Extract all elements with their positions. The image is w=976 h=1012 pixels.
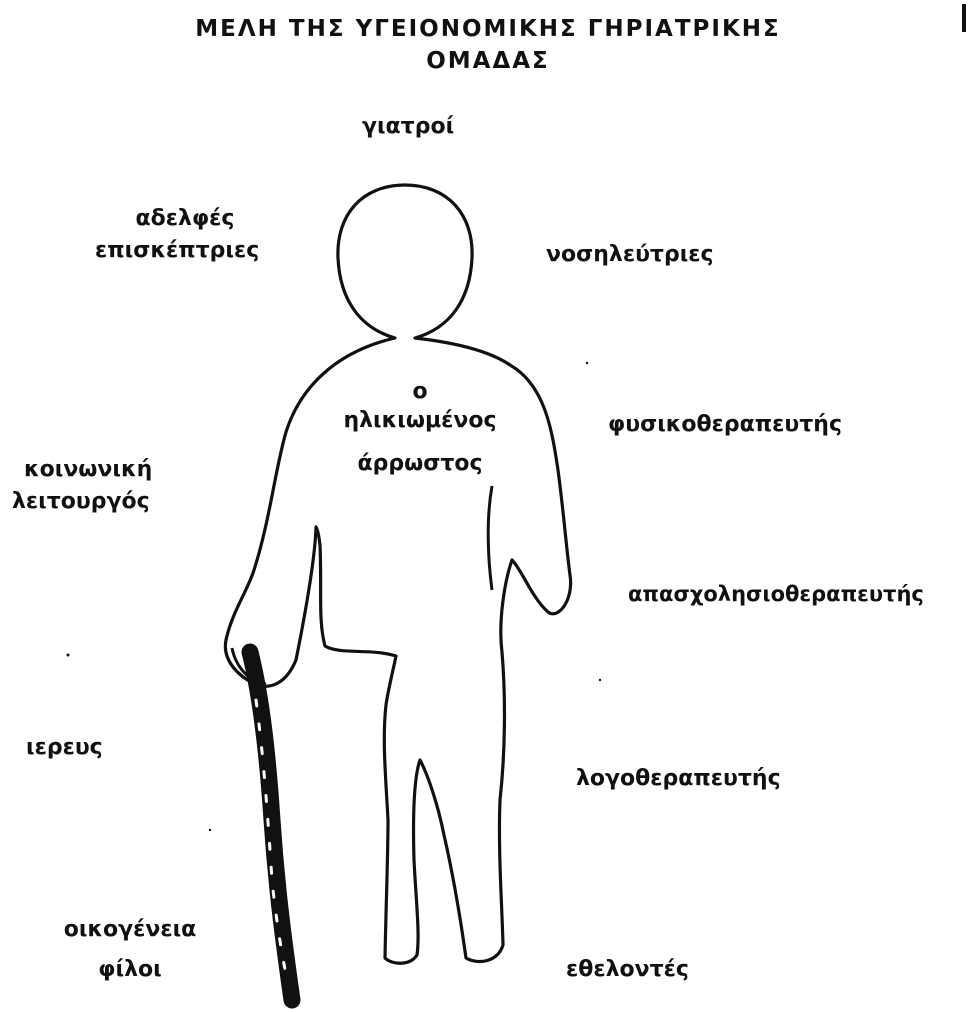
label-visiting-nurses-line-1: αδελφές <box>95 204 275 233</box>
label-physiotherapist: φυσικοθεραπευτής <box>608 410 842 439</box>
label-social-worker-line-1: κοινωνική <box>24 455 152 484</box>
speck <box>209 829 211 831</box>
label-nurses: νοσηλεύτριες <box>546 240 714 269</box>
label-occupational-therapist: απασχολησιοθεραπευτής <box>628 580 924 609</box>
speck <box>67 654 70 657</box>
patient-label-line-2: ηλικιωμένος <box>310 406 530 435</box>
label-volunteers: εθελοντές <box>566 955 689 984</box>
label-family-line-2: φίλοι <box>40 955 220 984</box>
label-speech-therapist: λογοθεραπευτής <box>576 764 781 793</box>
patient-label-line-3: άρρωστος <box>310 449 530 478</box>
right-arm-inner-line <box>488 486 492 590</box>
patient-label-line-1: ο <box>330 377 510 406</box>
label-family-line-1: οικογένεια <box>40 915 220 944</box>
speck <box>599 679 601 681</box>
label-visiting-nurses-line-2: επισκέπτριες <box>95 236 259 265</box>
label-social-worker-line-2: λειτουργός <box>12 487 150 516</box>
speck <box>586 362 588 364</box>
label-priest: ιερευς <box>26 733 103 762</box>
label-doctors: γιατροί <box>362 112 454 141</box>
